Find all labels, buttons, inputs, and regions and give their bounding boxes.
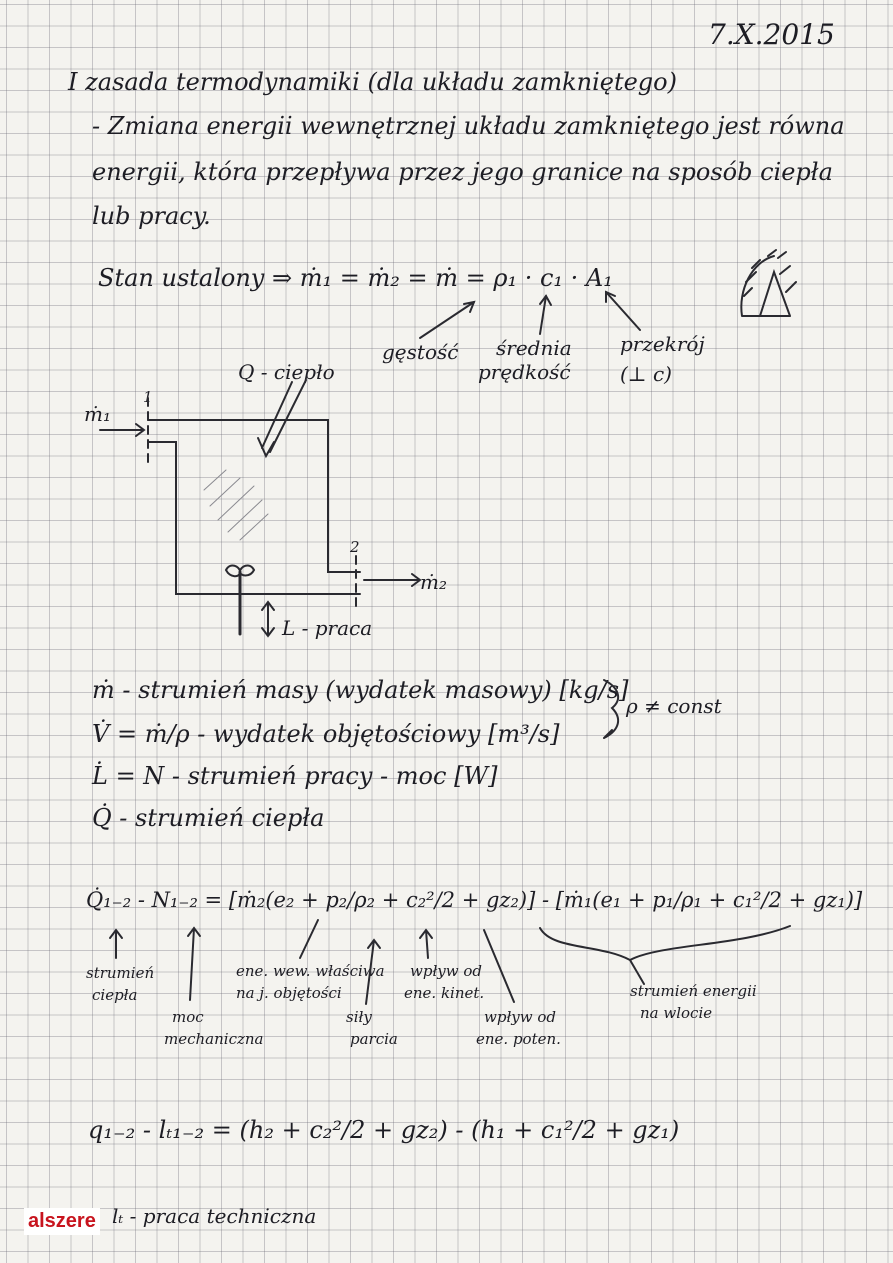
ann-heat-2: ciepła	[92, 986, 138, 1004]
technical-work-note: lₜ - praca techniczna	[112, 1204, 317, 1228]
arrow-section-head	[605, 290, 616, 303]
ann-power-2: mechaniczna	[164, 1030, 264, 1048]
ann-inlet-2: na wlocie	[640, 1004, 713, 1022]
propeller	[224, 564, 256, 578]
ann-energy-1: ene. wew. właściwa	[236, 962, 385, 980]
steady-state-equation: Stan ustalony ⇒ ṁ₁ = ṁ₂ = ṁ = ρ₁ · c₁ · …	[98, 264, 613, 292]
point-2-label: 2	[350, 538, 360, 556]
section-sketch	[740, 255, 791, 317]
ann-potential-1: wpływ od	[484, 1008, 557, 1026]
statement-line-1: - Zmiana energii wewnętrznej układu zamk…	[92, 112, 845, 140]
ann-kinetic-1: wpływ od	[410, 962, 483, 980]
arrow-velocity-head	[539, 294, 552, 306]
energy-balance-equation: Q̇₁₋₂ - N₁₋₂ = [ṁ₂(e₂ + p₂/ρ₂ + c₂²/2 + …	[86, 888, 863, 912]
arrow-power	[187, 926, 201, 1001]
arrow-potential	[483, 929, 515, 1003]
brace-note: ρ ≠ const	[626, 694, 722, 718]
inlet-arrow	[99, 423, 146, 437]
heat-label: Q - ciepło	[238, 360, 335, 384]
ann-pressure-1: siły	[346, 1008, 372, 1026]
work-arrow	[261, 600, 275, 638]
arrow-density	[419, 301, 475, 339]
work-label: L - praca	[282, 616, 373, 640]
label-section-1: przekrój	[620, 332, 705, 356]
date: 7.X.2015	[708, 18, 835, 51]
ann-kinetic-2: ene. kinet.	[404, 984, 485, 1002]
ann-power-1: moc	[172, 1008, 204, 1026]
control-volume	[147, 419, 361, 595]
definition-power: L̇ = N - strumień pracy - moc [W]	[92, 762, 498, 790]
ann-heat-1: strumień	[86, 964, 155, 982]
section-hatch	[743, 249, 797, 297]
ann-pressure-2: parcia	[350, 1030, 398, 1048]
outlet-arrow	[363, 573, 422, 587]
m1-label: ṁ₁	[84, 402, 111, 426]
watermark-logo: alszere	[24, 1208, 100, 1235]
vessel-hatch	[203, 469, 269, 541]
statement-line-2: energii, która przepływa przez jego gran…	[92, 158, 833, 186]
arrow-density-head	[463, 300, 476, 313]
inlet-brace-tail	[629, 959, 645, 985]
definition-brace	[603, 679, 620, 739]
arrow-section	[605, 291, 641, 331]
label-velocity-2: prędkość	[478, 360, 571, 384]
ann-energy-2: na j. objętości	[236, 984, 342, 1002]
specific-energy-equation: q₁₋₂ - lₜ₁₋₂ = (h₂ + c₂²/2 + gz₂) - (h₁ …	[88, 1116, 680, 1144]
arrow-energy	[299, 919, 319, 959]
inlet-brace	[539, 925, 791, 962]
label-section-2: (⊥ c)	[620, 362, 672, 386]
statement-line-3: lub pracy.	[92, 202, 211, 230]
definition-volume-flow: V̇ = ṁ/ρ - wydatek objętościowy [m³/s]	[92, 720, 560, 748]
definition-heat-flow: Q̇ - strumień ciepła	[92, 804, 325, 832]
m2-label: ṁ₂	[420, 570, 447, 594]
section-title: I zasada termodynamiki (dla układu zamkn…	[68, 68, 677, 96]
ann-potential-2: ene. poten.	[476, 1030, 561, 1048]
ann-inlet-1: strumień energii	[630, 982, 757, 1000]
arrow-kinetic	[419, 928, 433, 959]
point-1-label: 1	[143, 388, 153, 406]
label-velocity-1: średnia	[496, 336, 572, 360]
label-density: gęstość	[382, 340, 459, 364]
arrow-heat-flow	[109, 928, 123, 959]
definition-mass-flow: ṁ - strumień masy (wydatek masowy) [kg/s…	[92, 676, 629, 704]
arrow-pressure	[365, 938, 381, 1005]
arrow-velocity	[539, 295, 547, 335]
heat-arrow	[257, 379, 307, 459]
